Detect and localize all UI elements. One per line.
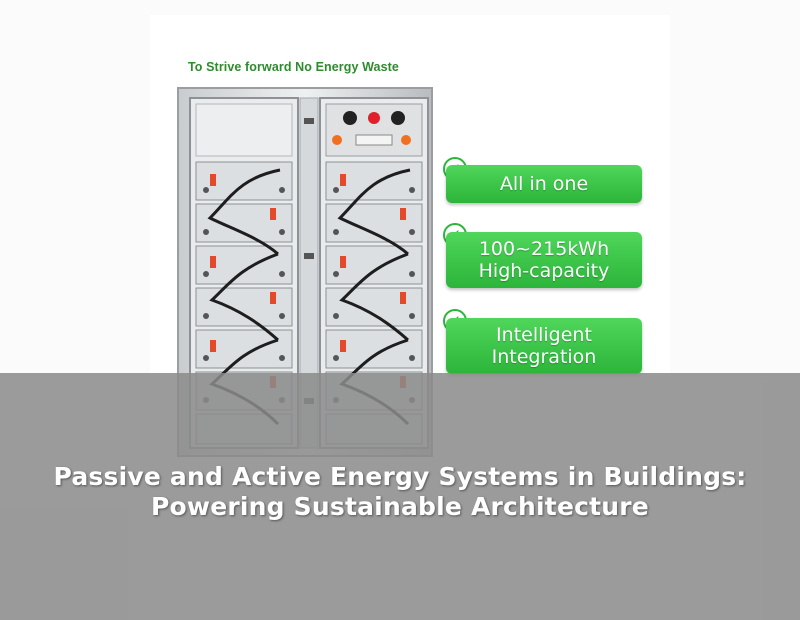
feature-label: 100~215kWh	[478, 238, 610, 260]
product-tagline: To Strive forward No Energy Waste	[188, 60, 399, 74]
title-overlay	[0, 373, 800, 620]
feature-label: Intelligent	[496, 324, 592, 346]
feature-badge-integration: Intelligent Integration	[446, 318, 642, 374]
feature-badge-capacity: 100~215kWh High-capacity	[446, 232, 642, 288]
feature-label: Integration	[491, 346, 597, 368]
feature-label: High-capacity	[478, 260, 610, 282]
article-title-line-1: Passive and Active Energy Systems in Bui…	[53, 462, 747, 491]
article-title-line-2: Powering Sustainable Architecture	[151, 492, 649, 521]
feature-label: All in one	[499, 173, 589, 195]
article-title: Passive and Active Energy Systems in Bui…	[0, 462, 800, 522]
feature-badge-all-in-one: All in one	[446, 165, 642, 203]
